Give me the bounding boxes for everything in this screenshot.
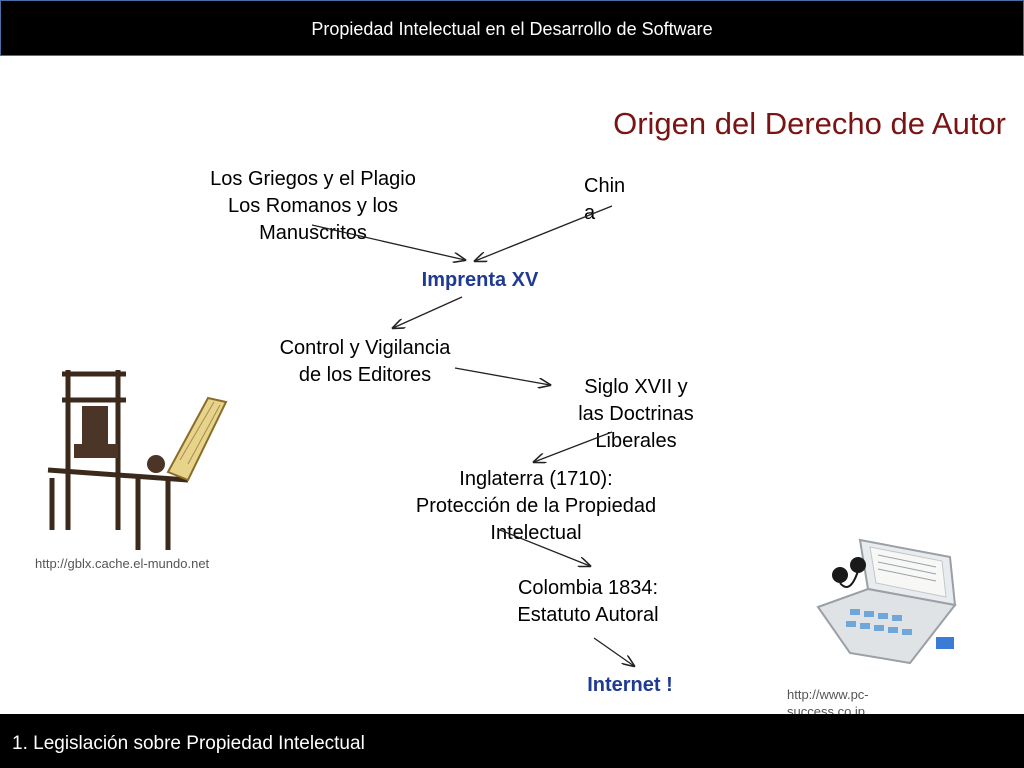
arrow-inglaterra-colombia bbox=[499, 529, 590, 566]
arrow-griegos-imprenta bbox=[311, 224, 465, 260]
node-internet: Internet ! bbox=[587, 674, 673, 696]
node-china: Chin a bbox=[584, 175, 626, 224]
arrow-siglo-inglaterra bbox=[534, 431, 613, 462]
arrow-colombia-internet bbox=[593, 637, 634, 666]
arrow-china-imprenta bbox=[475, 205, 613, 261]
arrow-control-siglo bbox=[454, 367, 550, 385]
node-siglo: Siglo XVII y las Doctrinas Liberales bbox=[578, 376, 694, 452]
press-credit: http://gblx.cache.el-mundo.net bbox=[35, 556, 210, 571]
footer-bar: 1. Legislación sobre Propiedad Intelectu… bbox=[0, 714, 1024, 768]
node-inglaterra: Inglaterra (1710): Protección de la Prop… bbox=[415, 468, 657, 544]
slide-title: Origen del Derecho de Autor bbox=[613, 106, 1006, 141]
node-control: Control y Vigilancia de los Editores bbox=[279, 337, 451, 386]
node-imprenta: Imprenta XV bbox=[421, 269, 539, 291]
header-title: Propiedad Intelectual en el Desarrollo d… bbox=[311, 19, 713, 39]
arrow-imprenta-control bbox=[393, 296, 463, 328]
electronic-dictionary-image bbox=[816, 538, 957, 665]
node-griegos: Los Griegos y el Plagio Los Romanos y lo… bbox=[210, 168, 416, 244]
node-colombia: Colombia 1834: Estatuto Autoral bbox=[517, 577, 659, 626]
header-bar: Propiedad Intelectual en el Desarrollo d… bbox=[0, 0, 1024, 56]
footer-label: 1. Legislación sobre Propiedad Intelectu… bbox=[12, 733, 365, 754]
printing-press-image bbox=[47, 370, 228, 550]
